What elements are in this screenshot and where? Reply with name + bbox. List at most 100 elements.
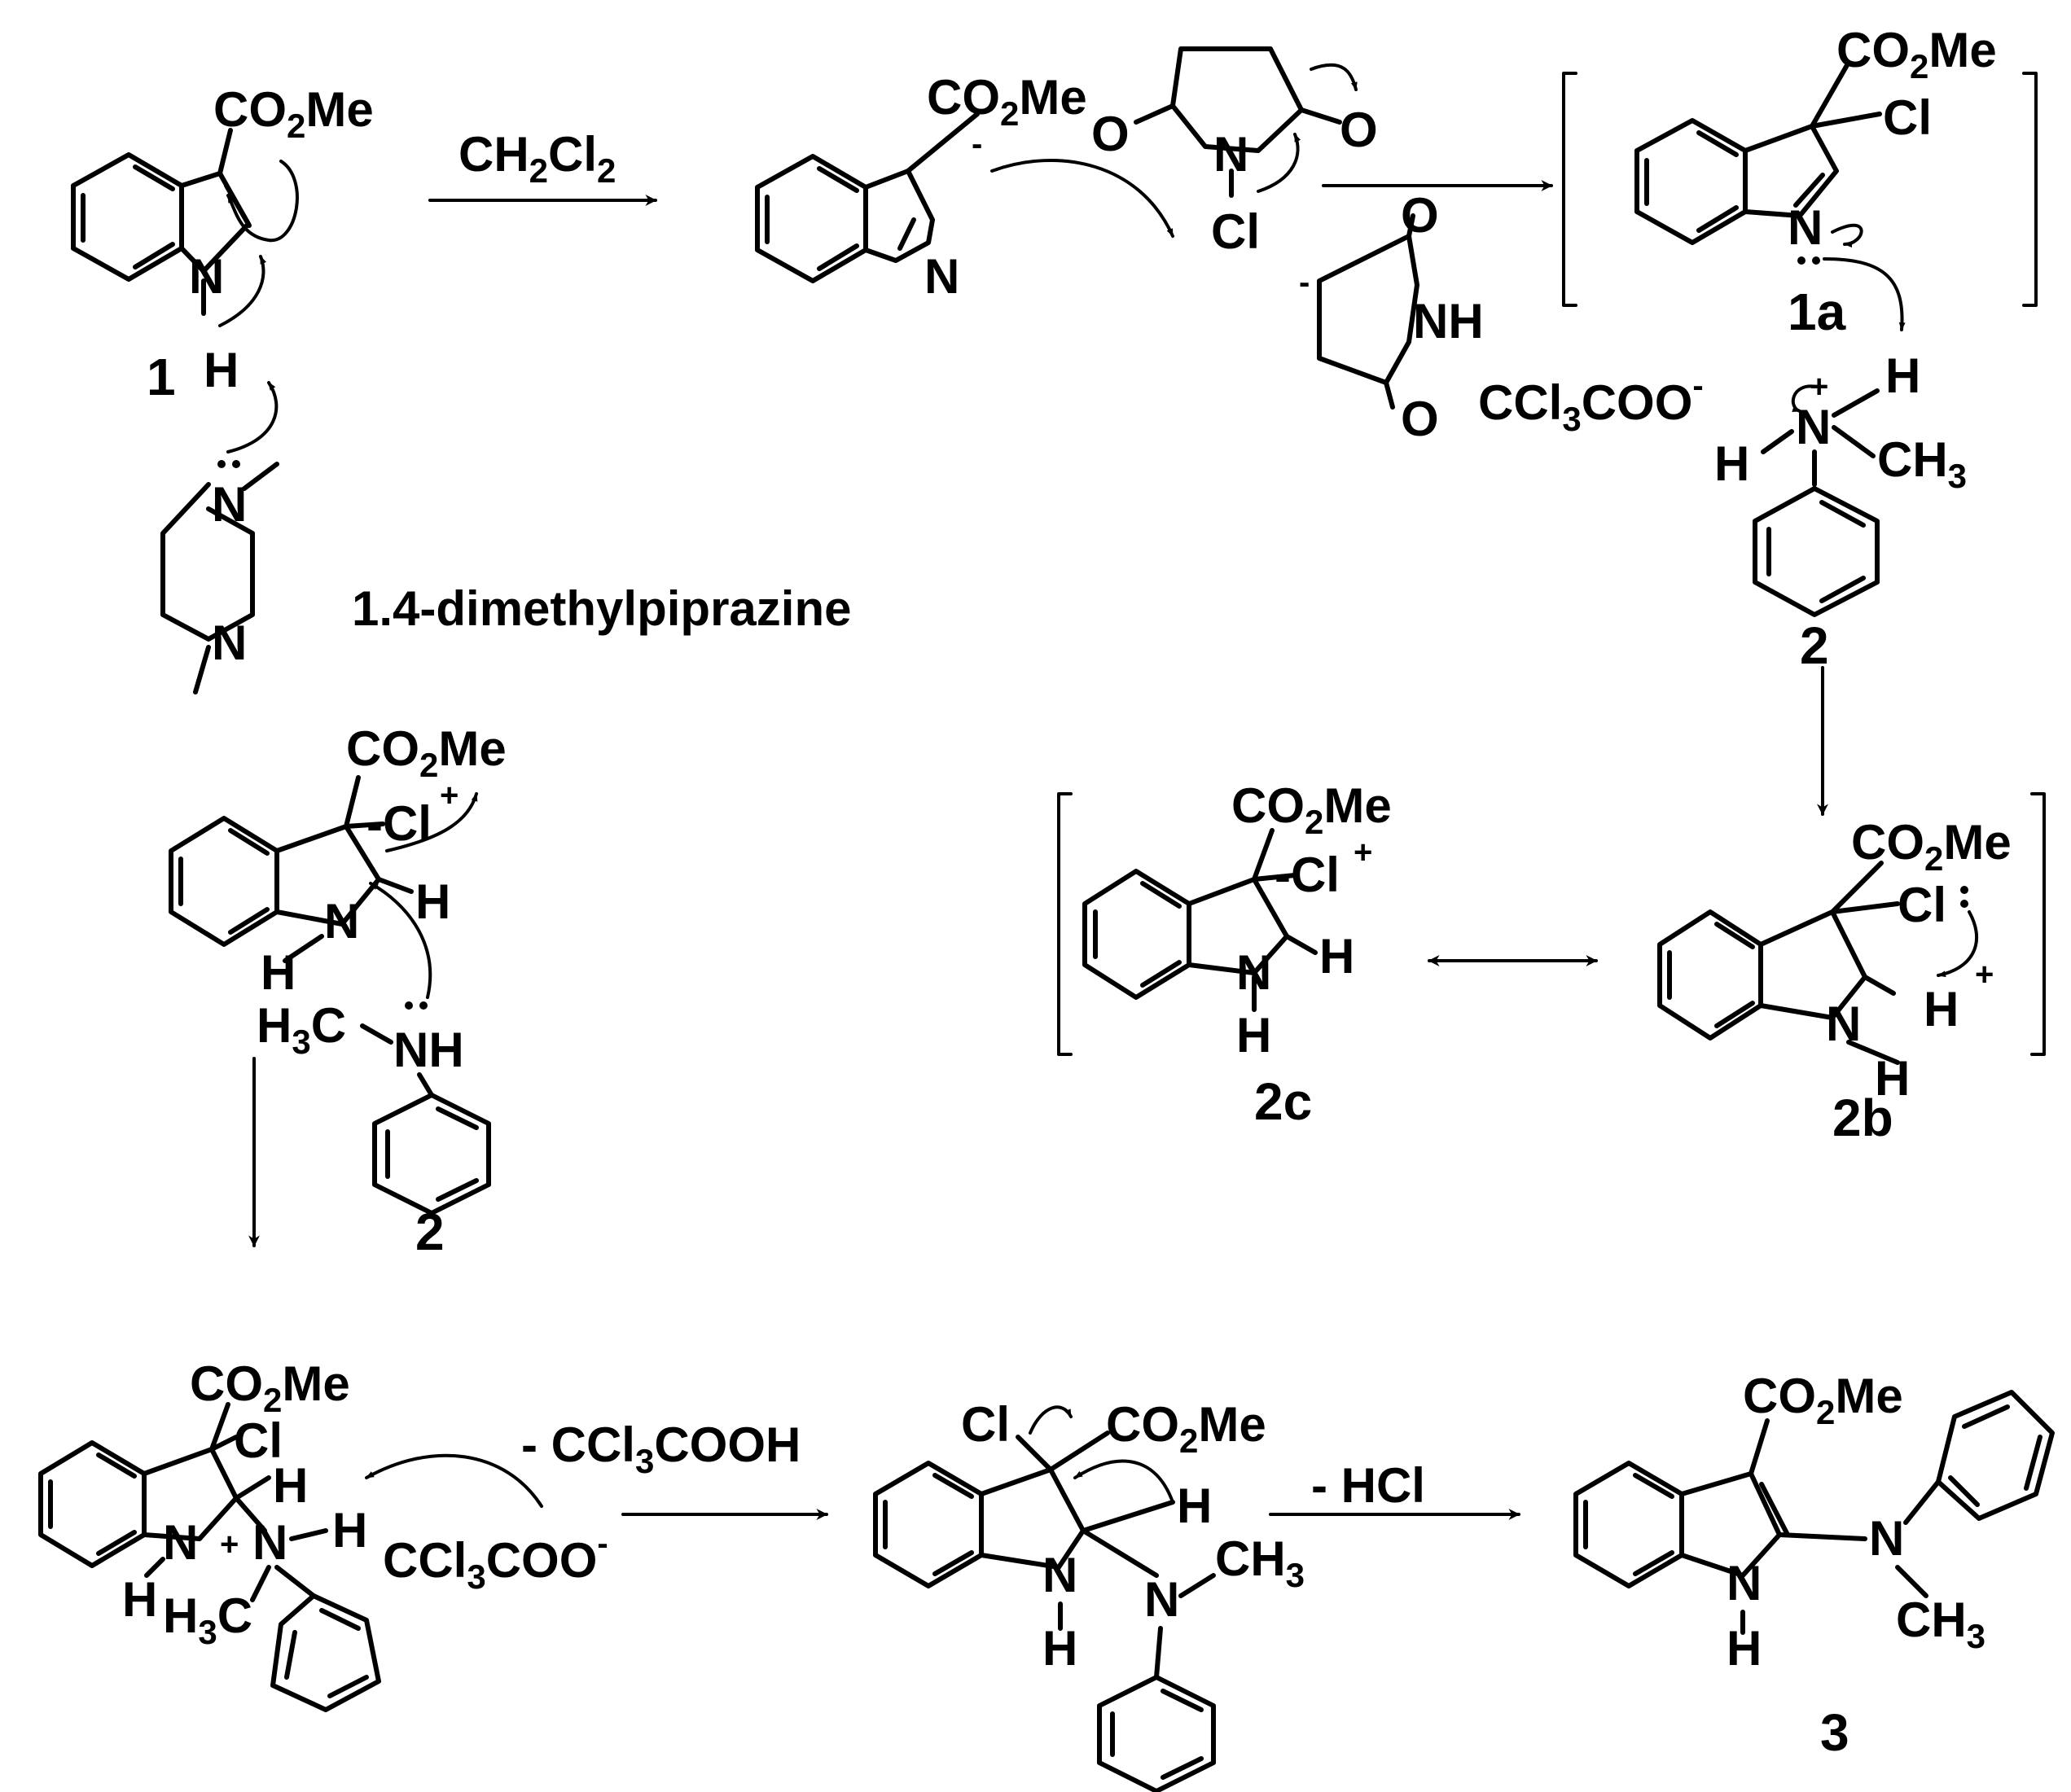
bracket-left (1562, 72, 1577, 307)
base-name: 1.4-dimethylpiprazine (352, 581, 851, 636)
aminal-ammonium-intermediate: CO2Me Cl H N + N H H H3C (38, 1356, 543, 1712)
methyl-label: CH3 (1896, 1593, 1985, 1655)
ester-label: CO2Me (1231, 778, 1392, 841)
compound-number-1a: 1a (1788, 283, 1846, 341)
atom-h: H (261, 945, 296, 1000)
atom-n: N (324, 894, 359, 949)
ester-label: CO2Me (346, 721, 507, 784)
atom-o: O (1340, 103, 1378, 157)
intermediate-2b: CO2Me Cl H + N H 2b (1657, 792, 2046, 1147)
charge-plus: + (1975, 957, 1994, 992)
compound-number-2c: 2c (1254, 1072, 1312, 1131)
atom-cl-dash: -Cl (1275, 848, 1340, 902)
n-methylanilinium: H N + H CH3 2 (1714, 348, 1967, 675)
phenyl-ring (1097, 1675, 1216, 1792)
atom-n: N (212, 477, 247, 532)
atom-h: H (1177, 1479, 1212, 1533)
atom-h: H (122, 1572, 157, 1627)
atom-cl: Cl (1211, 204, 1260, 259)
reaction-arrow-acid-loss: - CCl3COOH (521, 1417, 828, 1520)
atom-n: N (1869, 1511, 1904, 1566)
compound-number-2-left: 2 (415, 1203, 445, 1261)
atom-cl: Cl (1898, 878, 1946, 932)
atom-h: H (204, 343, 239, 397)
methyl-label: CH3 (1877, 432, 1967, 495)
dimethylpiperazine: N N 1.4-dimethylpiprazine (160, 381, 851, 694)
atom-h: H (1042, 1621, 1077, 1676)
chloronium-intermediate: CO2Me -Cl + H N H (169, 721, 507, 1000)
succinimide-anion: O O NH - (1299, 188, 1484, 446)
curved-arrow (1257, 133, 1301, 193)
curved-arrow (369, 882, 432, 999)
atom-n: N (189, 249, 224, 304)
phenyl-ring (270, 1593, 381, 1712)
atom-h: H (273, 1458, 308, 1513)
atom-cl: Cl (1883, 90, 1932, 145)
atom-n: N (1144, 1572, 1179, 1627)
atom-cl: Cl (961, 1397, 1010, 1452)
trichloroacetate-anion: CCl3COO- (1478, 368, 1704, 438)
curved-arrow (1791, 384, 1818, 413)
reaction-arrow-hcl-loss: - HCl (1269, 1458, 1520, 1520)
atom-o: O (1401, 188, 1439, 243)
ester-label: CO2Me (1106, 1397, 1266, 1460)
atom-n: N (1042, 1548, 1077, 1602)
ester-label: CO2Me (1851, 815, 2012, 878)
curved-arrow (226, 160, 299, 243)
solvent-label: CH2Cl2 (459, 127, 616, 190)
atom-h: H (415, 874, 450, 929)
intermediate-2c: CO2Me -Cl + H N H 2c (1057, 778, 1392, 1131)
methyl-label: H3C (257, 998, 346, 1061)
atom-o: O (1401, 392, 1439, 446)
atom-o: O (1091, 107, 1130, 161)
charge-plus: + (1354, 835, 1372, 870)
n-methylaniline: H3C NH 2 (257, 998, 491, 1261)
compound-number-1: 1 (147, 348, 176, 406)
ester-label: CO2Me (1743, 1369, 1903, 1431)
curved-arrow (1073, 1459, 1174, 1504)
atom-h: H (1924, 982, 1959, 1036)
atom-n: N (212, 616, 247, 670)
phenyl-ring (372, 1093, 491, 1216)
atom-h: H (1714, 436, 1749, 491)
charge-plus: + (440, 778, 459, 813)
atom-n: N (1236, 945, 1271, 1000)
atom-n: N (252, 1515, 287, 1570)
trichloroacetate-anion: CCl3COO- (383, 1526, 608, 1596)
ester-label: CO2Me (927, 70, 1087, 133)
ester-label: CO2Me (213, 82, 374, 145)
atom-h: H (1885, 348, 1920, 403)
indolyl-anion: N - CO2Me (755, 70, 1174, 304)
curved-arrow (990, 159, 1174, 238)
atom-n: N (1796, 400, 1831, 454)
atom-cl-dash: -Cl (366, 796, 432, 851)
charge-minus: - (972, 126, 982, 162)
curved-arrow (1029, 1405, 1073, 1435)
curved-arrow (385, 792, 478, 852)
charge-minus: - (1299, 265, 1310, 300)
product-3: CO2Me N H N CH3 3 (1573, 1369, 2055, 1762)
phenyl-ring (1753, 486, 1880, 617)
charge-plus: + (1810, 369, 1828, 405)
compound-number-2-top: 2 (1800, 616, 1829, 675)
acid-loss-label: - CCl3COOH (521, 1417, 801, 1480)
bracket-right (2030, 792, 2046, 1056)
curved-arrow (1310, 63, 1358, 91)
compound-1: N H CO2Me 1 (71, 82, 374, 406)
compound-number-3: 3 (1820, 1703, 1849, 1762)
compound-number-2b: 2b (1832, 1089, 1893, 1147)
atom-nh: NH (393, 1023, 464, 1077)
phenyl-ring (1936, 1390, 2055, 1521)
benzene-ring (71, 152, 184, 282)
atom-h: H (332, 1503, 367, 1558)
atom-cl: Cl (234, 1413, 283, 1468)
bracket-right (2022, 72, 2038, 307)
curved-arrow (365, 1453, 543, 1508)
reaction-arrow-1: CH2Cl2 (428, 127, 657, 206)
ester-label: CO2Me (190, 1356, 350, 1419)
atom-n: N (1826, 997, 1861, 1051)
bracket-left (1057, 792, 1073, 1056)
atom-n: N (1788, 200, 1823, 255)
methyl-label: H3C (163, 1588, 252, 1651)
